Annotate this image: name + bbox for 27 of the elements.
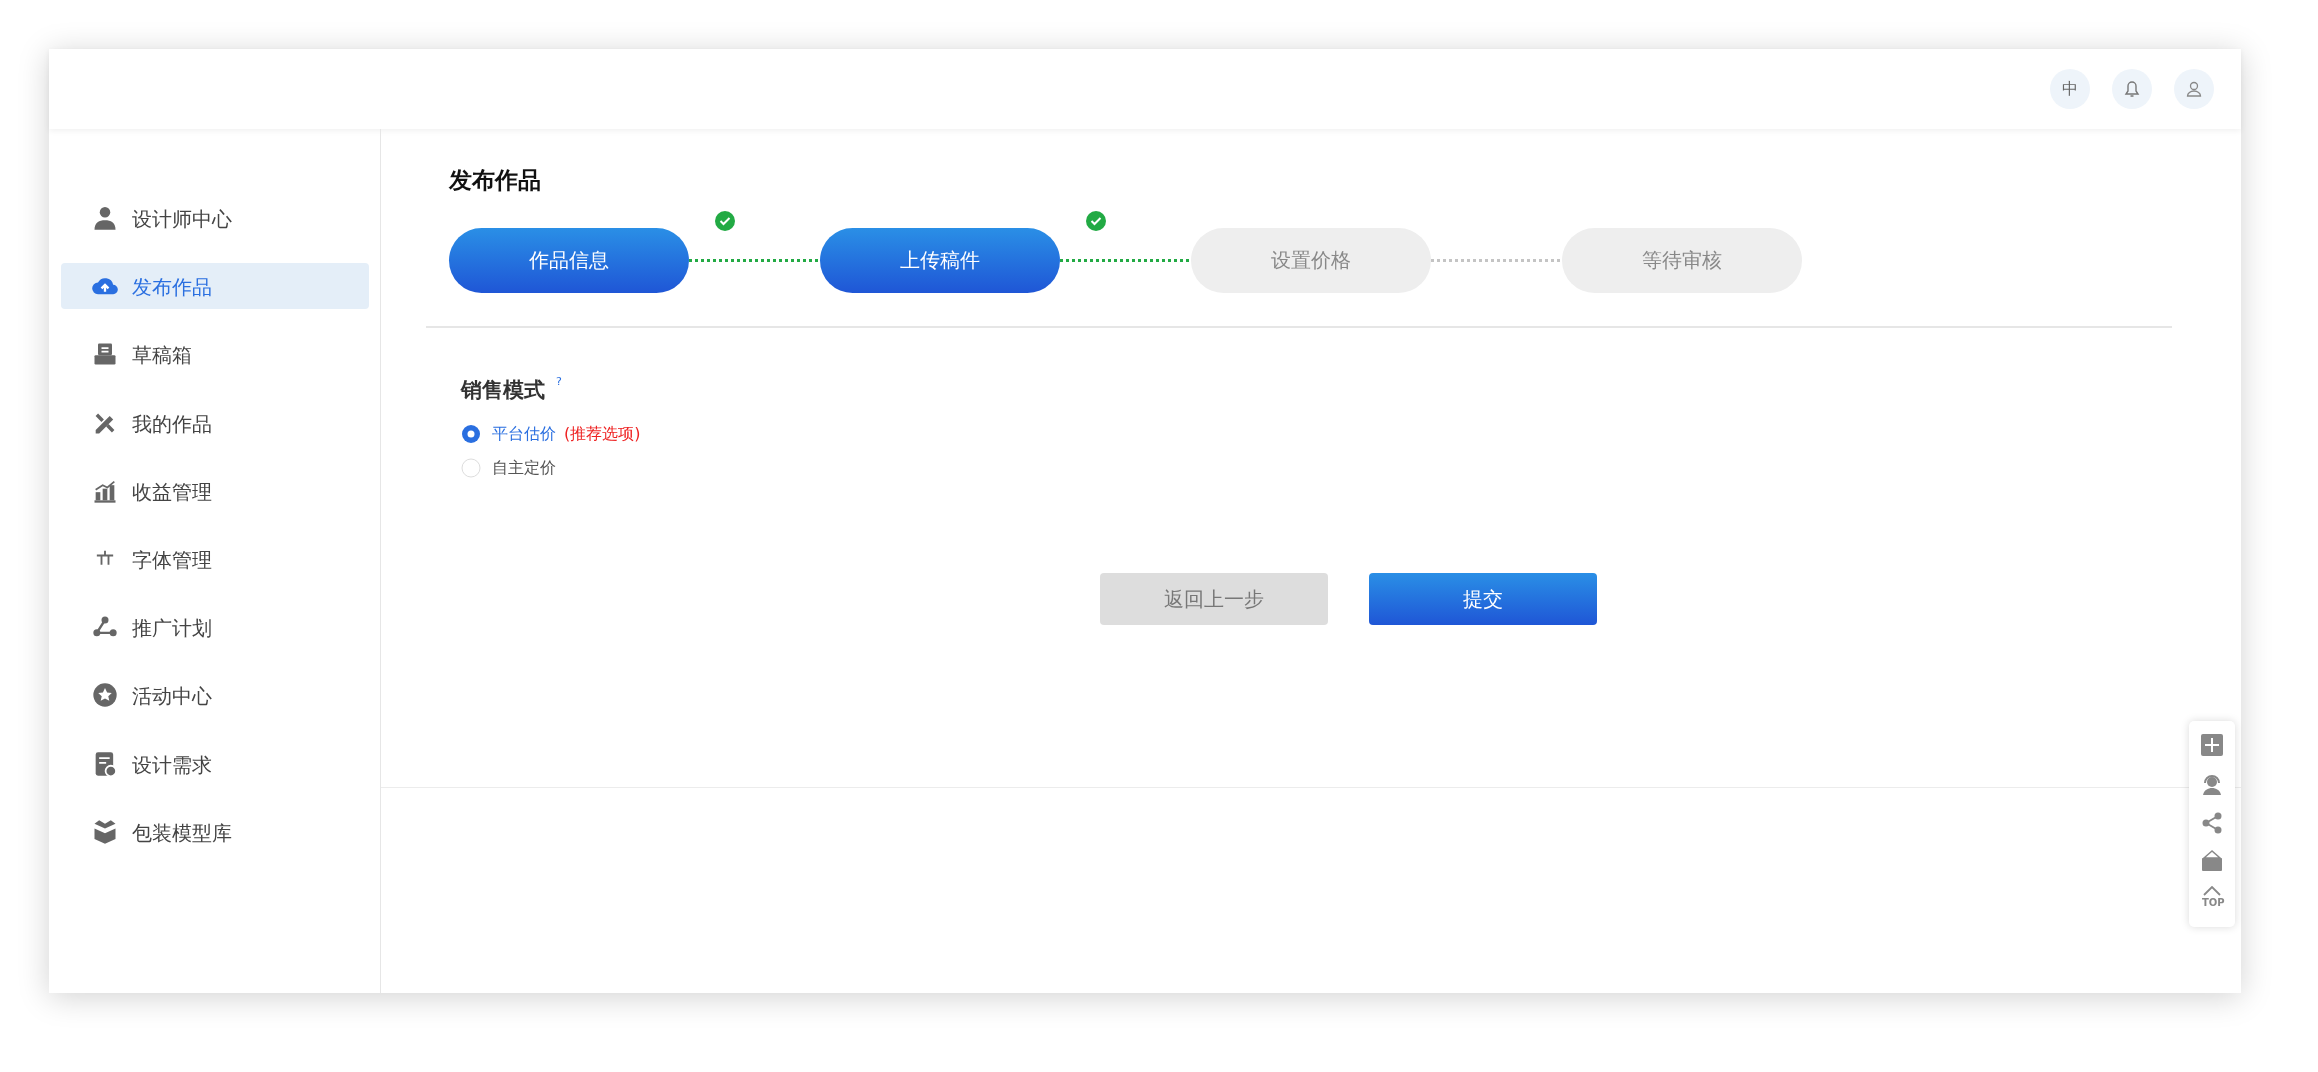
menu-item: 发布作品	[132, 274, 212, 302]
submit-button: 提交	[1369, 573, 1597, 625]
back-button: 返回上一步	[1100, 573, 1328, 625]
menu-item: 设计需求	[132, 751, 212, 779]
menu-item: 活动中心	[132, 683, 212, 711]
menu-item: 设计师中心	[132, 206, 232, 233]
step-pill: 上传稿件	[820, 228, 1060, 293]
step-connector	[1060, 259, 1191, 262]
step-connector	[1431, 259, 1562, 262]
menu-item: 草稿箱	[132, 342, 192, 370]
help-mark: ?	[556, 375, 562, 388]
menu-item: 我的作品	[132, 410, 212, 438]
step-pill: 设置价格	[1191, 228, 1431, 293]
menu-item: 字体管理	[132, 547, 212, 574]
top-label: TOP	[2202, 897, 2225, 908]
menu-item: 推广计划	[132, 615, 212, 643]
step-pill: 作品信息	[449, 228, 689, 293]
recommended-note: (推荐选项)	[564, 424, 641, 445]
step-pill: 等待审核	[1562, 228, 1802, 293]
menu-item: 收益管理	[132, 478, 212, 506]
language-button: 中	[2050, 69, 2090, 109]
option-label: 平台估价	[492, 424, 556, 445]
page-title: 发布作品	[449, 166, 541, 195]
section-label: 销售模式	[461, 377, 545, 404]
step-connector	[689, 259, 820, 262]
menu-item: 包装模型库	[132, 819, 232, 847]
option-label: 自主定价	[492, 458, 556, 479]
